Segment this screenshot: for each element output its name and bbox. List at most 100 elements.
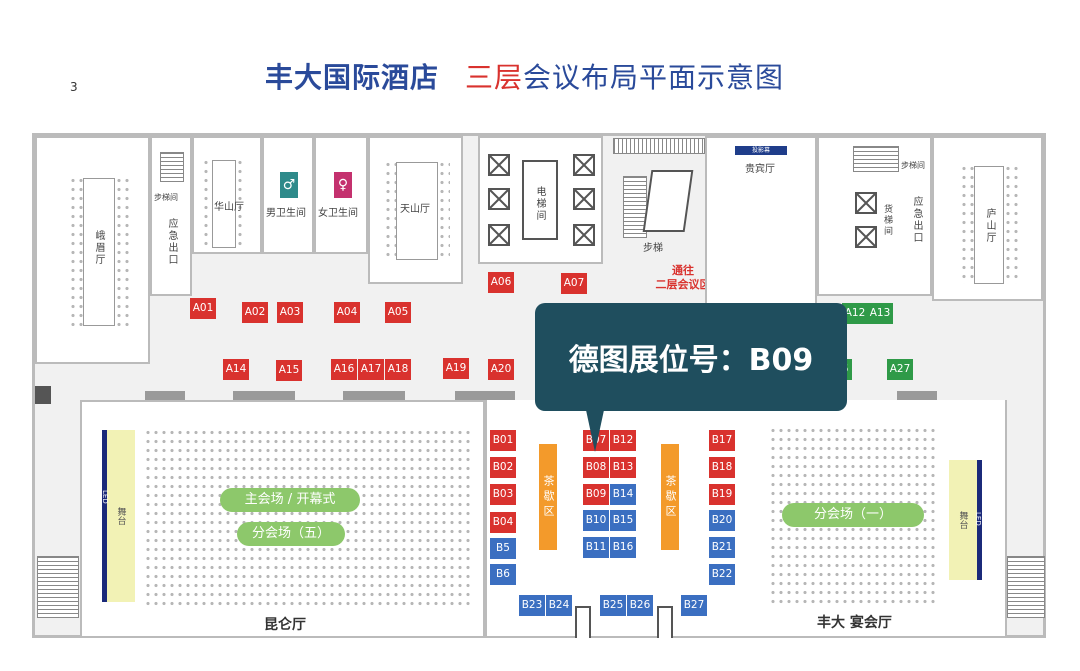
room-huashan: 华山厅	[192, 136, 262, 254]
booth-B24[interactable]: B24	[546, 595, 572, 616]
booth-B08[interactable]: B08	[583, 457, 609, 478]
wall-segment	[897, 391, 937, 400]
room-tianshan-label: 天山厅	[400, 204, 430, 215]
hall-kunlun: 舞台 昆仑厅	[80, 400, 485, 638]
womens-restroom-label: 女卫生间	[318, 208, 358, 219]
stairs-area: 步梯 ↰	[603, 136, 721, 264]
wall-segment	[455, 391, 515, 400]
booth-B17[interactable]: B17	[709, 430, 735, 451]
hall-fengda-label: 丰大 宴会厅	[817, 615, 892, 631]
hotel-name: 丰大国际酒店	[265, 61, 440, 94]
booth-B18[interactable]: B18	[709, 457, 735, 478]
room-tianshan: 天山厅	[368, 136, 463, 284]
booth-A02[interactable]: A02	[242, 302, 268, 323]
mens-restroom-label: 男卫生间	[266, 208, 306, 219]
booth-B12[interactable]: B12	[610, 430, 636, 451]
session-sub1: 分会场（一）	[782, 503, 924, 527]
session-sub5: 分会场（五）	[237, 522, 345, 546]
entrance-marker	[657, 606, 673, 638]
room-lushan: 庐山厅	[932, 136, 1043, 301]
tea-break-right: 茶歇区	[661, 444, 679, 550]
booth-callout-pointer	[586, 410, 604, 452]
booth-B16[interactable]: B16	[610, 537, 636, 558]
booth-B27[interactable]: B27	[681, 595, 707, 616]
booth-B21[interactable]: B21	[709, 537, 735, 558]
room-huashan-label: 华山厅	[214, 202, 244, 213]
page-title: 丰大国际酒店三层会议布局平面示意图	[265, 56, 784, 96]
guest-hall: 投影幕 贵宾厅	[705, 136, 817, 308]
booth-B25[interactable]: B25	[600, 595, 626, 616]
booth-B14[interactable]: B14	[610, 484, 636, 505]
booth-A01[interactable]: A01	[190, 298, 216, 319]
booth-A14[interactable]: A14	[223, 359, 249, 380]
wall-segment	[233, 391, 295, 400]
booth-B09[interactable]: B09	[583, 484, 609, 505]
floor-plan: 峨眉厅 步梯间 应急出口 华山厅 ♂ 男卫生间 ♀ 女卫生间 天山厅 电梯间	[32, 133, 1046, 638]
room-emei: 峨眉厅	[35, 136, 150, 364]
booth-A07[interactable]: A07	[561, 273, 587, 294]
wall-segment	[145, 391, 185, 400]
freight-stairwell: 步梯间 货梯间 应急出口	[817, 136, 932, 296]
elevator-label: 电梯间	[534, 186, 545, 222]
emergency-exit-right-label: 应急出口	[911, 196, 922, 244]
stairwell-right-label: 步梯间	[901, 161, 925, 170]
stage-left: 舞台	[102, 430, 135, 602]
booth-A20[interactable]: A20	[488, 359, 514, 380]
booth-B06[interactable]: B6	[490, 564, 516, 585]
booth-B05[interactable]: B5	[490, 538, 516, 559]
session-main: 主会场 / 开幕式	[220, 488, 360, 512]
room-emei-label: 峨眉厅	[93, 230, 104, 266]
booth-A04[interactable]: A04	[334, 302, 360, 323]
led-label-left: LED	[101, 490, 109, 504]
entrance-marker	[575, 606, 591, 638]
booth-B10[interactable]: B10	[583, 510, 609, 531]
booth-A05[interactable]: A05	[385, 302, 411, 323]
guest-hall-label: 贵宾厅	[745, 164, 775, 175]
booth-A06[interactable]: A06	[488, 272, 514, 293]
booth-A16[interactable]: A16	[331, 359, 357, 380]
booth-B15[interactable]: B15	[610, 510, 636, 531]
booth-A12[interactable]: A12	[842, 303, 868, 324]
emergency-exit-left-label: 应急出口	[166, 218, 177, 266]
freight-elevator-label: 货梯间	[882, 204, 892, 237]
floor-label: 三层	[465, 61, 524, 94]
booth-B23[interactable]: B23	[519, 595, 545, 616]
booth-B03[interactable]: B03	[490, 484, 516, 505]
booth-A15[interactable]: A15	[276, 360, 302, 381]
wall-segment	[343, 391, 405, 400]
stage-right: 舞台	[949, 460, 982, 580]
booth-A03[interactable]: A03	[277, 302, 303, 323]
elevator-hall: 电梯间	[478, 136, 603, 264]
stairwell-left-label: 步梯间	[154, 193, 178, 202]
booth-A19[interactable]: A19	[443, 358, 469, 379]
booth-B04[interactable]: B04	[490, 512, 516, 533]
booth-B02[interactable]: B02	[490, 457, 516, 478]
booth-B22[interactable]: B22	[709, 564, 735, 585]
booth-B19[interactable]: B19	[709, 484, 735, 505]
to-second-floor-label: 通往 二层会议区	[655, 264, 711, 291]
booth-B20[interactable]: B20	[709, 510, 735, 531]
booth-B26[interactable]: B26	[627, 595, 653, 616]
stairwell-left: 步梯间 应急出口	[150, 136, 192, 296]
booth-A17[interactable]: A17	[358, 359, 384, 380]
booth-A13[interactable]: A13	[867, 303, 893, 324]
womens-restroom: ♀ 女卫生间	[314, 136, 368, 254]
led-label-right: LED	[974, 512, 982, 526]
booth-callout: 德图展位号：B09	[535, 303, 847, 411]
stairs-label: 步梯	[643, 243, 663, 254]
mens-restroom: ♂ 男卫生间	[262, 136, 314, 254]
booth-B13[interactable]: B13	[610, 457, 636, 478]
wall-block	[35, 386, 51, 404]
booth-B11[interactable]: B11	[583, 537, 609, 558]
hall-kunlun-label: 昆仑厅	[264, 617, 306, 633]
page-number: 3	[70, 80, 78, 94]
room-lushan-label: 庐山厅	[984, 208, 995, 244]
stairs-right-bottom	[1007, 556, 1045, 618]
map-subtitle: 会议布局平面示意图	[523, 61, 785, 94]
booth-A27[interactable]: A27	[887, 359, 913, 380]
booth-A18[interactable]: A18	[385, 359, 411, 380]
mens-restroom-icon: ♂	[280, 172, 298, 198]
booth-B01[interactable]: B01	[490, 430, 516, 451]
stairs-left-bottom	[37, 556, 79, 618]
tea-break-left: 茶歇区	[539, 444, 557, 550]
